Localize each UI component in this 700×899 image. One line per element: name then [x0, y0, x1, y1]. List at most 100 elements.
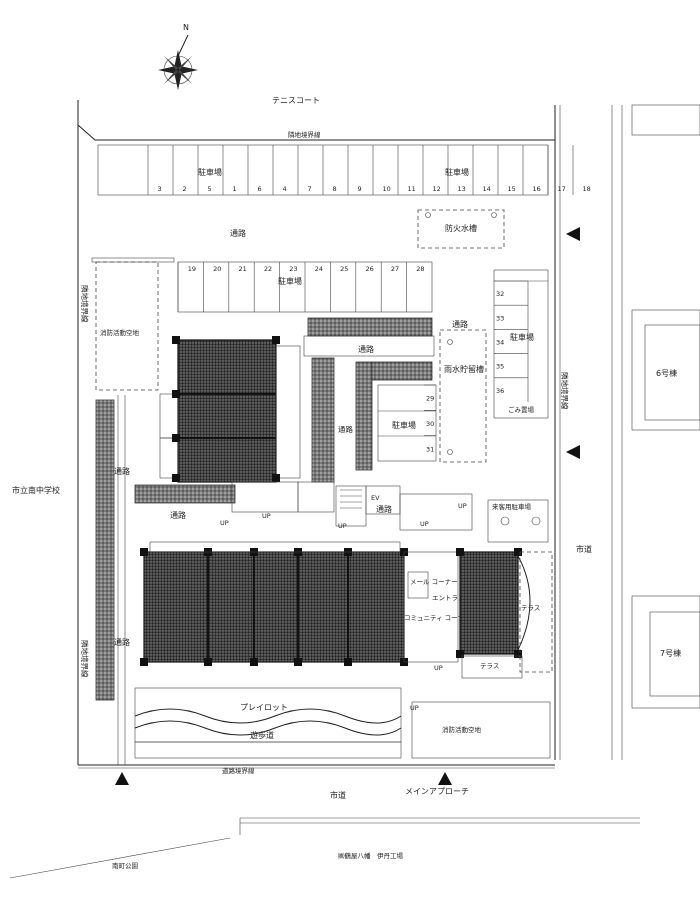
building-6-label: 6号棟 [656, 368, 677, 378]
parking-stall-number: 12 [433, 185, 441, 193]
parking-stall-number: 27 [391, 265, 399, 273]
parking-stall-number: 21 [239, 265, 247, 273]
parking-stall-number: 16 [533, 185, 541, 193]
parking-right-area: 32 33 34 35 36 [493, 269, 549, 419]
boundary-right-label: 隣地境界線 [560, 372, 570, 410]
parking-right-label: 駐車場 [510, 332, 534, 342]
terrace-right-label: テラス [521, 604, 540, 612]
up-label: UP [434, 664, 443, 672]
parking-stall-number: 5 [208, 185, 212, 193]
parking-stall-number: 2 [183, 185, 187, 193]
building-east [456, 548, 531, 679]
north-label: N [183, 23, 189, 32]
terrace-bottom-label: テラス [480, 662, 499, 670]
boundary-left-lower-label: 隣地境界線 [80, 640, 90, 678]
up-label: UP [410, 704, 419, 712]
community-corner-label: コミュニティ コーナー [404, 614, 471, 622]
parking-stall-number: 11 [408, 185, 416, 193]
road-left-label: 通路 [114, 466, 130, 476]
rain-tank-label: 雨水貯留槽 [444, 364, 484, 374]
fire-water-tank [417, 209, 505, 249]
left-garden-bed [134, 484, 236, 504]
boundary-left-label: 隣地境界線 [80, 285, 90, 323]
visitor-parking-label: 来客用駐車場 [492, 502, 532, 511]
approach-arrow-icon [438, 772, 452, 785]
parking-stall-number: 1 [233, 185, 237, 193]
parking-stall-number: 14 [483, 185, 491, 193]
fire-space-bottom-label: 消防活動空地 [442, 725, 482, 734]
fire-space-bottom [411, 701, 551, 759]
parking-stall-number: 8 [333, 185, 337, 193]
entrance-arrow-icon [566, 445, 580, 459]
building-6 [631, 104, 700, 431]
road-boundary-label: 道路境界線 [222, 766, 255, 775]
entrance-arrow-icon [566, 227, 580, 241]
compass-rose-icon: N [158, 23, 198, 90]
parking-stall-number: 28 [416, 265, 424, 273]
parking-stall-number: 34 [496, 339, 504, 347]
rain-storage-tank [439, 329, 487, 463]
parking-stall-number: 4 [283, 185, 287, 193]
left-garden-strip [95, 399, 115, 701]
parking-top-label: 駐車場 [198, 167, 222, 177]
stair-core [231, 481, 473, 531]
parking-stall-number: 10 [383, 185, 391, 193]
building-north-wing [159, 336, 301, 483]
up-label: UP [338, 522, 347, 530]
city-road-right-label: 市道 [576, 544, 592, 554]
road-right-label: 通路 [452, 319, 468, 329]
mail-corner-label: メール コーナー [410, 578, 458, 586]
walkway-label: 遊歩道 [250, 730, 274, 740]
hedge-row [134, 741, 402, 759]
main-approach-label: メインアプローチ [405, 787, 469, 796]
up-label: UP [458, 502, 467, 510]
building-south-wing [140, 541, 408, 666]
up-label: UP [220, 519, 229, 527]
parking-stall-number: 7 [308, 185, 312, 193]
parking-stall-number: 32 [496, 290, 504, 298]
road-mid-small-label: 通路 [376, 504, 392, 514]
visitor-parking-area [487, 499, 549, 543]
parking-stall-number: 3 [158, 185, 162, 193]
building-7-label: 7号棟 [660, 648, 681, 658]
central-garden [303, 317, 435, 483]
parking-stall-number: 18 [583, 185, 591, 193]
parking-stall-number: 13 [458, 185, 466, 193]
park-label: 南町公園 [112, 861, 138, 870]
parking-stall-number: 17 [558, 185, 566, 193]
tennis-court-label: テニスコート [272, 96, 320, 105]
approach-arrow-icon [115, 772, 129, 785]
fire-space-left [95, 261, 159, 391]
parking-stall-number: 30 [426, 420, 434, 428]
parking-stall-number: 33 [496, 314, 504, 322]
parking-mid-label: 駐車場 [278, 276, 302, 286]
parking-stall-number: 22 [264, 265, 272, 273]
parking-stall-number: 19 [188, 265, 196, 273]
entrance-hall [403, 551, 459, 663]
wheelchair-icon [500, 516, 541, 526]
fire-space-left-label: 消防活動空地 [100, 328, 140, 337]
road-small-label: 通路 [338, 424, 353, 434]
fire-tank-label: 防火水槽 [445, 223, 477, 233]
parking-stall-number: 6 [258, 185, 262, 193]
garbage-label: ごみ置場 [508, 405, 535, 414]
road-left-low-label: 通路 [114, 637, 130, 647]
parking-stall-number: 23 [289, 265, 297, 273]
factory-label: ㈱鶴屋八幡 伊丹工場 [338, 851, 404, 860]
parking-stall-number: 24 [315, 265, 323, 273]
ev-label: EV [371, 494, 380, 502]
parking-stall-number: 31 [426, 445, 434, 453]
up-label: UP [262, 512, 271, 520]
parking-small-label: 駐車場 [392, 420, 416, 430]
parking-stall-number: 36 [496, 387, 504, 395]
city-road-bottom-label: 市道 [330, 790, 346, 800]
parking-stall-number: 35 [496, 363, 504, 371]
school-label: 市立南中学校 [12, 485, 60, 495]
parking-top-right-label: 駐車場 [445, 167, 469, 177]
parking-stall-number: 15 [508, 185, 516, 193]
road-top-label: 通路 [230, 228, 246, 238]
